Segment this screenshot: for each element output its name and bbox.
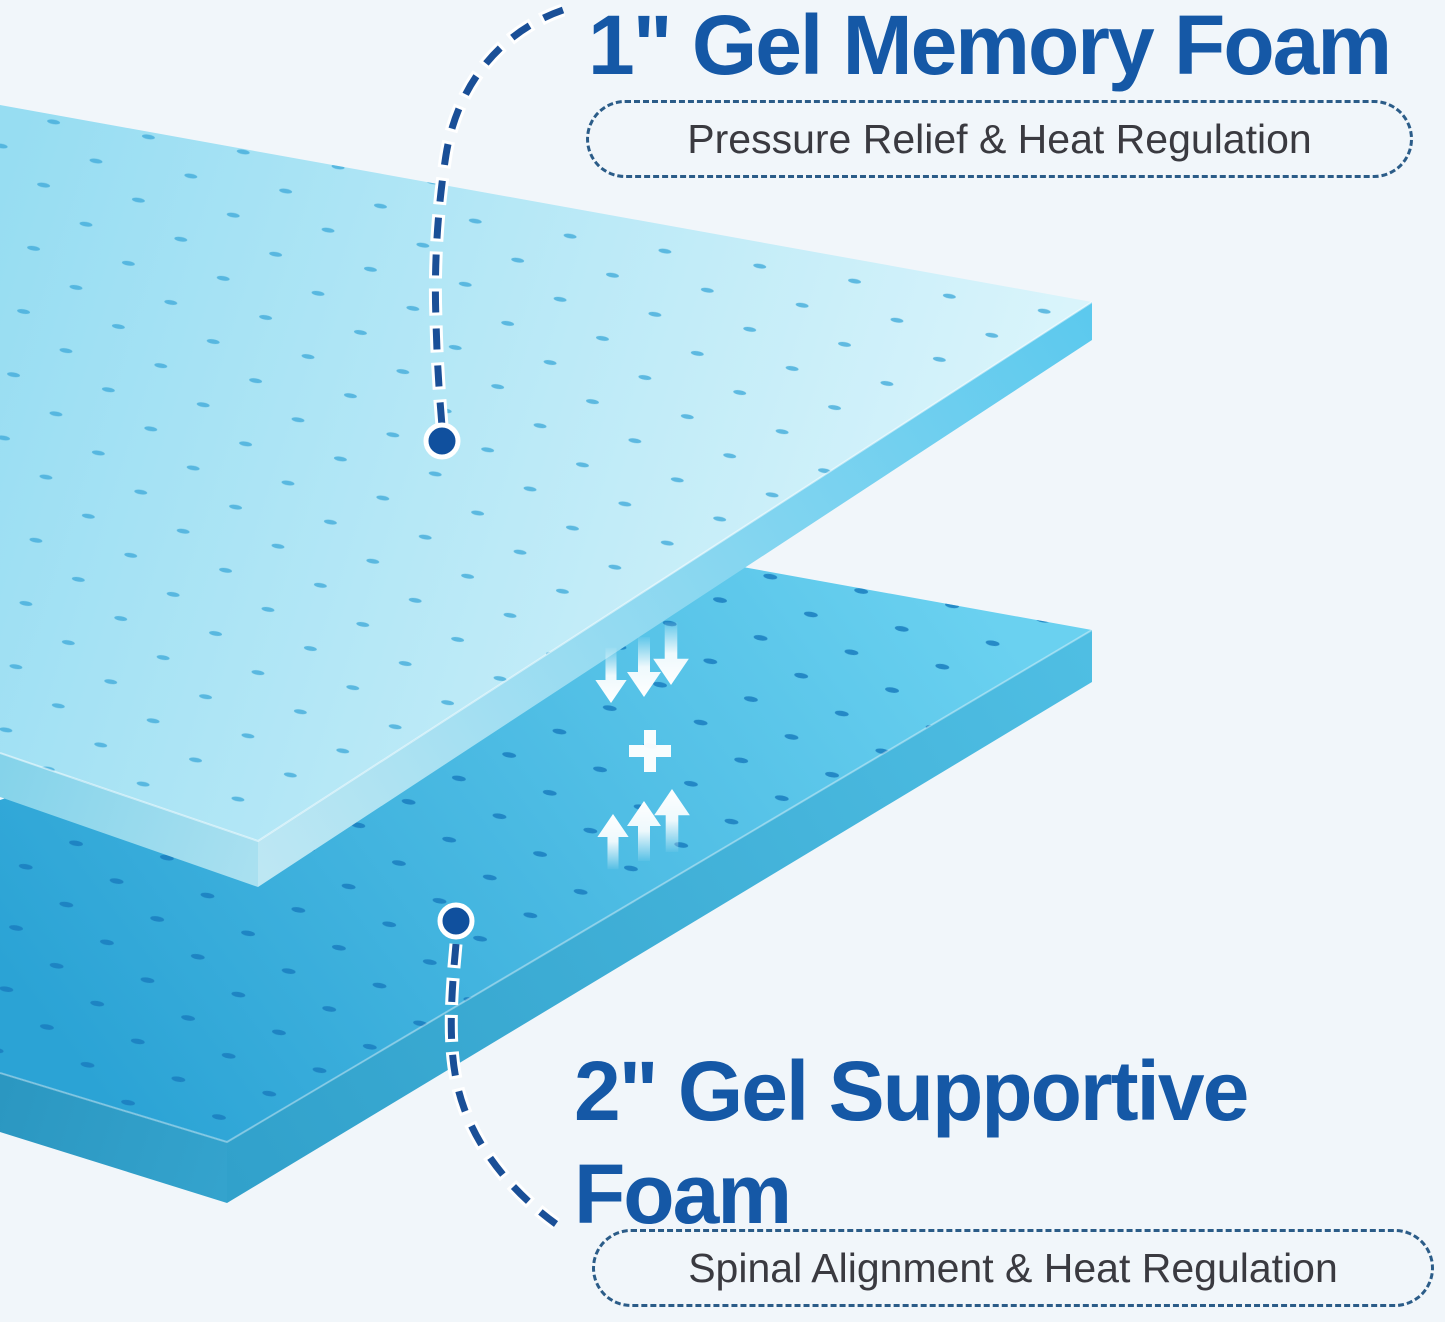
top-layer-edge-highlight xyxy=(0,301,1093,843)
top-layer-title: 1" Gel Memory Foam xyxy=(588,0,1392,92)
arrows-up-icon xyxy=(597,789,690,870)
bottom-layer-right-side-face xyxy=(227,630,1092,1203)
bottom-layer-perforation-holes xyxy=(0,564,1092,1142)
top-connector-dot xyxy=(423,422,461,460)
top-layer-badge-text: Pressure Relief & Heat Regulation xyxy=(687,115,1312,162)
plus-icon xyxy=(629,730,671,772)
bottom-layer-title: 2" Gel Supportive Foam xyxy=(574,1040,1249,1246)
top-layer-badge: Pressure Relief & Heat Regulation xyxy=(586,100,1413,178)
bottom-layer-badge: Spinal Alignment & Heat Regulation xyxy=(592,1229,1434,1307)
top-connector-line xyxy=(431,6,565,427)
pressure-arrows-group xyxy=(595,622,690,870)
bottom-connector-line xyxy=(447,943,559,1227)
top-foam-layer xyxy=(0,105,1093,887)
bottom-layer-left-side-face xyxy=(0,1073,227,1203)
bottom-layer-title-line1: 2" Gel Supportive xyxy=(574,1044,1249,1138)
bottom-layer-connector xyxy=(437,902,560,1230)
bottom-layer-badge-text: Spinal Alignment & Heat Regulation xyxy=(688,1244,1338,1291)
top-layer-right-side-face xyxy=(258,302,1092,887)
bottom-foam-layer xyxy=(0,564,1093,1203)
top-layer-left-side-face xyxy=(0,753,258,887)
bottom-connector-dot xyxy=(437,902,475,940)
arrows-down-icon xyxy=(595,622,689,703)
bottom-layer-title-line2: Foam xyxy=(574,1147,792,1241)
top-layer-connector xyxy=(423,3,566,460)
top-layer-perforation-holes xyxy=(0,105,1092,841)
bottom-layer-edge-highlight xyxy=(0,629,1093,1144)
